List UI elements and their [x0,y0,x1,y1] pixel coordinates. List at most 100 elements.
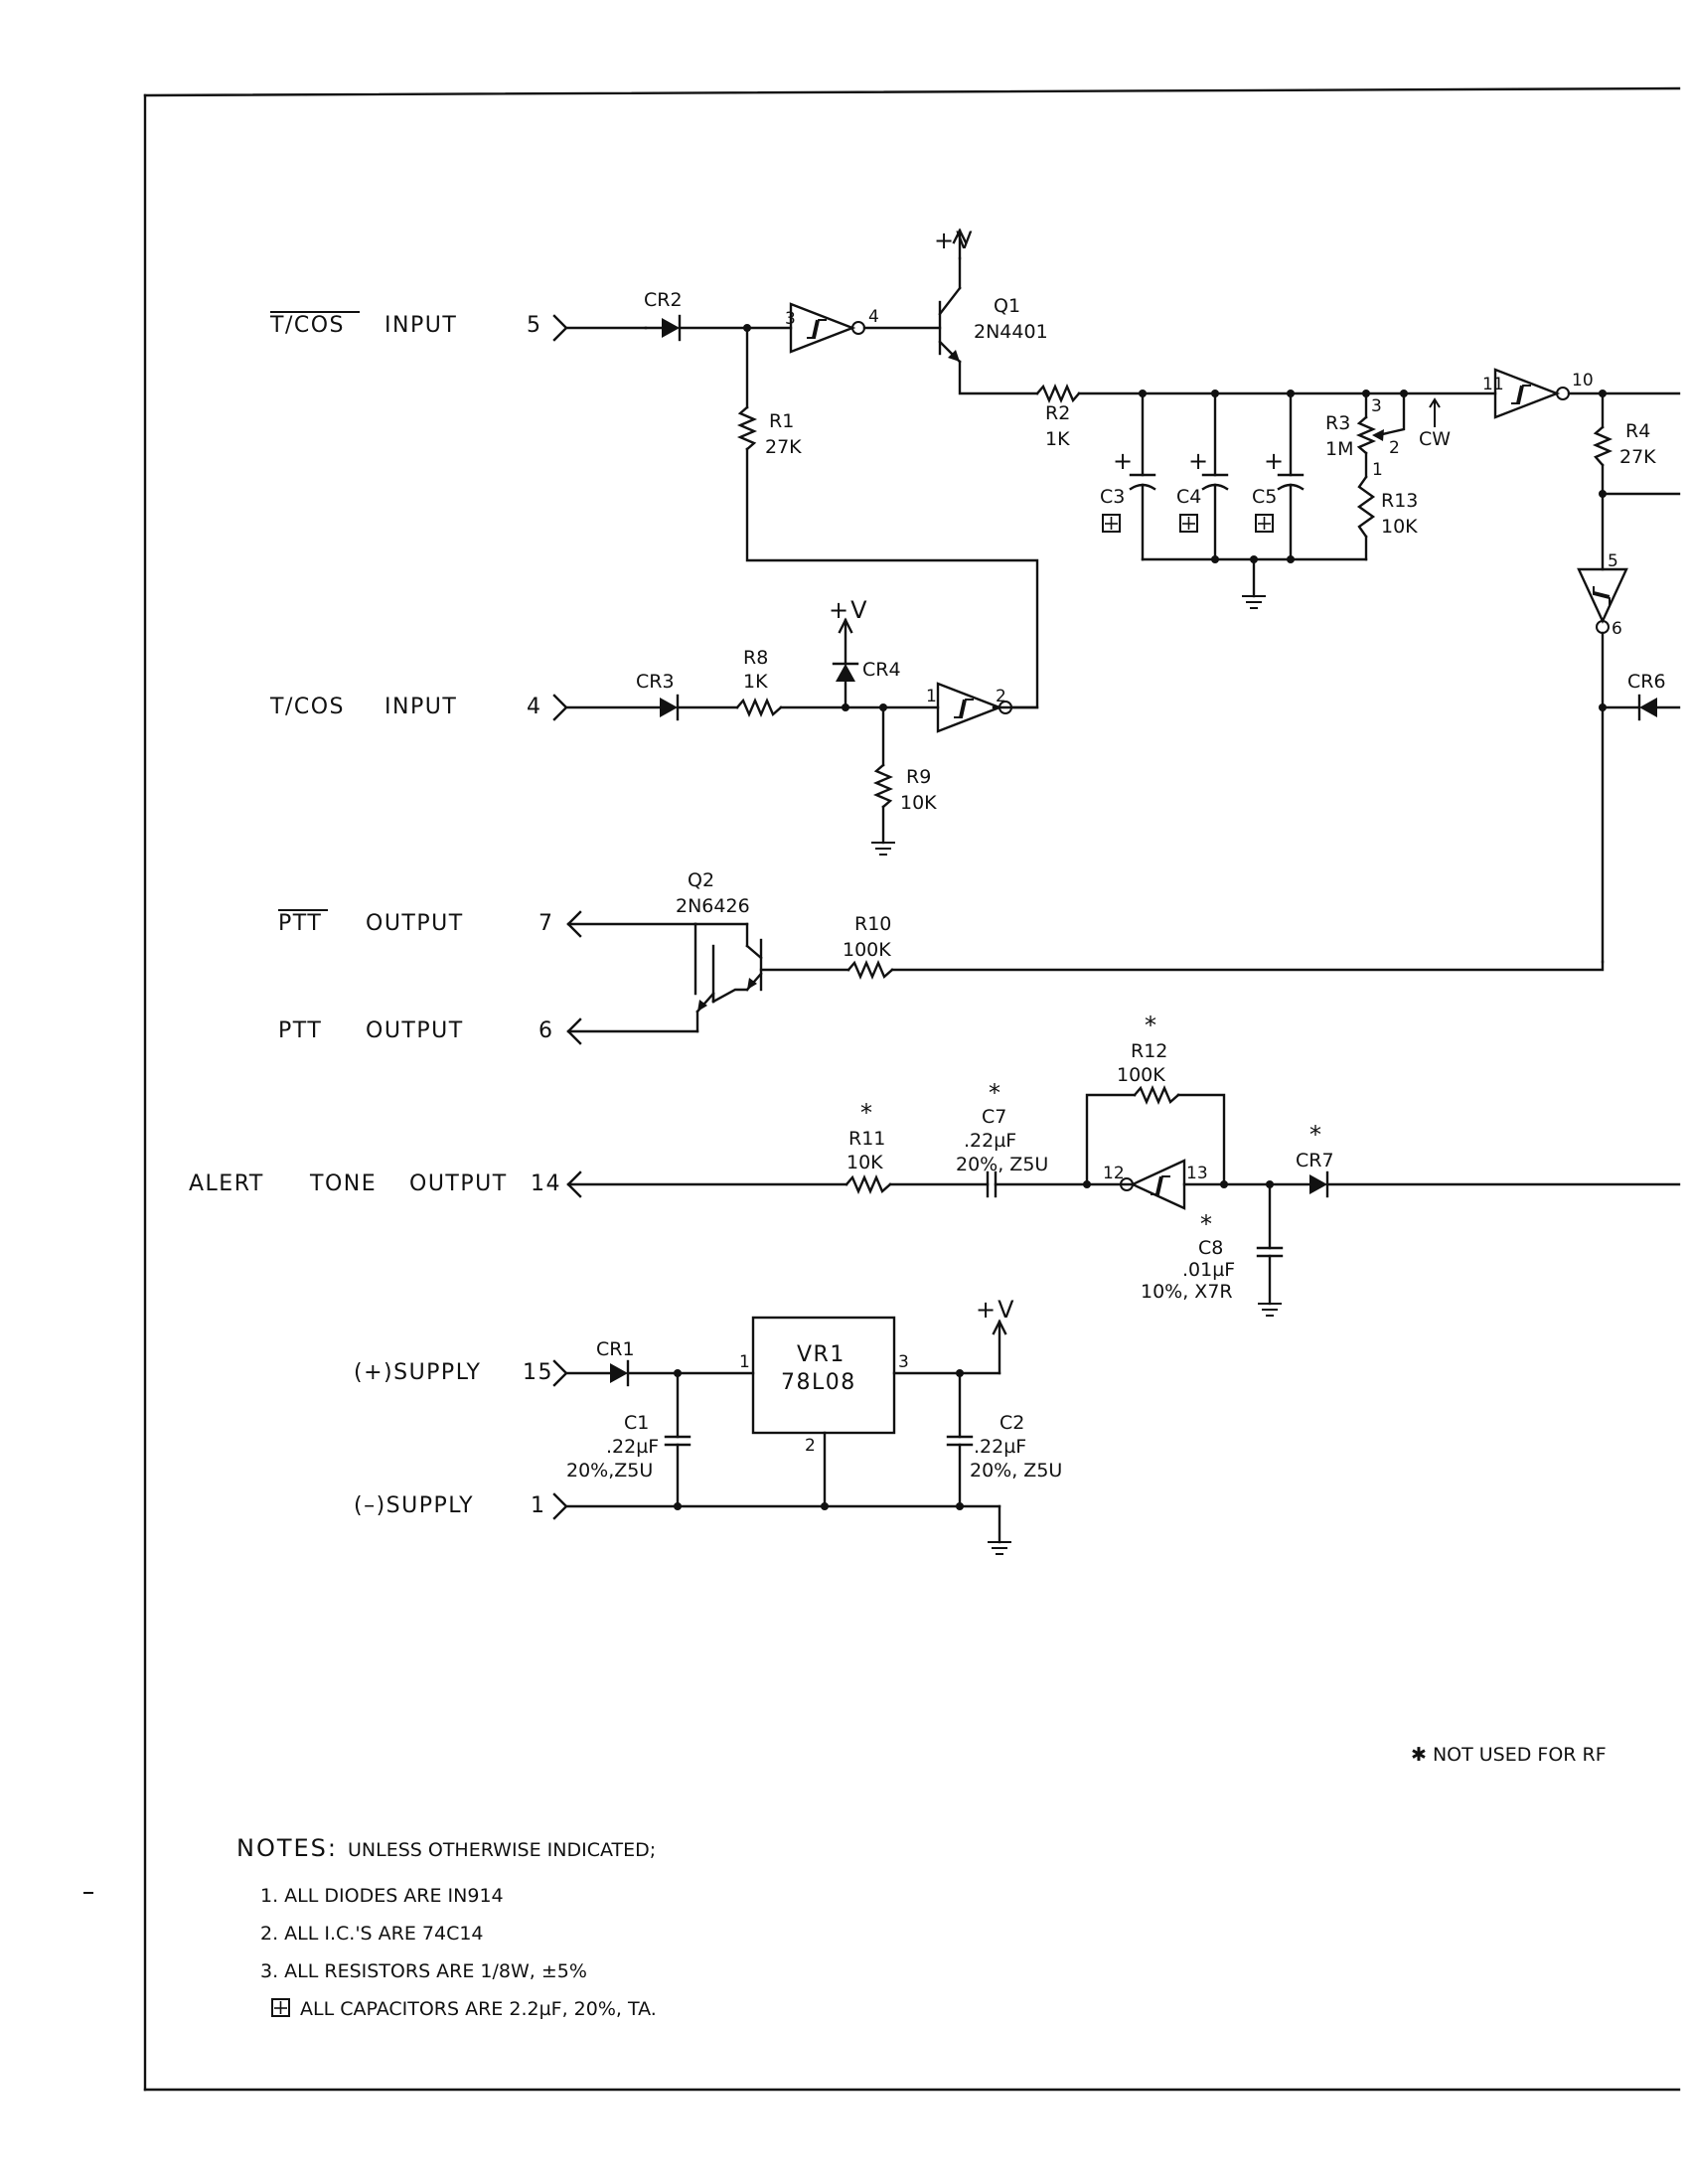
svg-text:13: 13 [1186,1164,1208,1183]
svg-text:100K: 100K [843,939,891,961]
svg-text:+: + [1264,447,1286,475]
svg-text:OUTPUT: OUTPUT [409,1171,508,1196]
capacitor-c7: * C7 .22µF 20%, Z5U [956,1079,1048,1198]
svg-text:*: * [1309,1121,1323,1149]
svg-text:1: 1 [1372,460,1383,480]
svg-text:2: 2 [1389,438,1400,458]
svg-text:PTT: PTT [278,1018,322,1043]
tcos-bar-pin: 5 [527,313,542,338]
svg-text:1K: 1K [743,671,768,693]
svg-text:Q2: Q2 [688,869,714,891]
note-4-symbol [271,1998,290,2017]
svg-text:R11: R11 [848,1128,885,1150]
svg-text:OUTPUT: OUTPUT [366,911,464,936]
svg-text:(+)SUPPLY: (+)SUPPLY [354,1360,481,1385]
drawing-frame [143,86,1681,2092]
transistor-q1: Q1 2N4401 [938,256,1048,364]
neg-supply-port: (–)SUPPLY 1 [354,1492,568,1520]
svg-text:2: 2 [805,1436,816,1456]
svg-text:R2: R2 [1045,402,1070,424]
ground-symbol [1241,595,1267,609]
svg-text:+: + [1113,447,1135,475]
ground-symbol [1257,1303,1283,1317]
svg-text:11: 11 [1482,375,1504,394]
svg-text:10K: 10K [1381,516,1418,538]
svg-text:VR1: VR1 [797,1342,845,1367]
svg-text:C4: C4 [1176,486,1201,508]
svg-text:2N4401: 2N4401 [974,321,1048,343]
diode-cr2: CR2 [644,289,683,342]
svg-text:TONE: TONE [309,1171,377,1196]
svg-text:10: 10 [1572,371,1594,390]
svg-text:10%, X7R: 10%, X7R [1141,1281,1233,1303]
svg-text:14: 14 [531,1171,561,1196]
resistor-r11: * R11 10K [845,1099,892,1195]
svg-text:(–)SUPPLY: (–)SUPPLY [354,1493,474,1518]
svg-text:.01µF: .01µF [1182,1259,1235,1281]
svg-text:2N6426: 2N6426 [676,895,750,917]
cw-label: CW [1419,428,1451,450]
capacitor-c4: + C4 [1176,391,1229,561]
resistor-r12: * R12 100K [1117,1012,1180,1106]
svg-text:5: 5 [1608,551,1618,571]
svg-text:CR4: CR4 [862,659,901,681]
svg-text:R3: R3 [1325,412,1350,434]
capacitor-c3: * + C3 [1100,391,1156,561]
svg-text:CR3: CR3 [636,671,675,693]
svg-text:4: 4 [527,695,542,719]
svg-text:3: 3 [898,1352,909,1372]
svg-text:100K: 100K [1117,1064,1165,1086]
svg-text:R1: R1 [769,410,794,432]
svg-text:20%, Z5U: 20%, Z5U [970,1460,1062,1482]
svg-text:1: 1 [926,687,937,706]
svg-text:*: * [1145,1012,1158,1039]
note-3: 3. ALL RESISTORS ARE 1/8W, ±5% [260,1960,587,1982]
diode-cr3: CR3 [636,671,680,721]
svg-text:OUTPUT: OUTPUT [366,1018,464,1043]
svg-text:R4: R4 [1625,420,1650,442]
svg-text:*: * [860,1099,874,1127]
diode-cr6: CR6 [1627,671,1666,721]
svg-text:4: 4 [868,307,879,327]
svg-text:R13: R13 [1381,490,1418,512]
capacitor-c1: C1 .22µF 20%,Z5U [566,1371,691,1508]
potentiometer-r3: 3 2 1 R3 1M CW [1325,391,1451,480]
ptt-bar-output-port: PTT OUTPUT 7 [278,909,582,938]
vplus-q1: +V [934,227,975,254]
resistor-r1: R1 27K [736,405,802,458]
svg-text:1: 1 [739,1352,750,1372]
svg-text:10K: 10K [900,792,937,814]
capacitor-c2: C2 .22µF 20%, Z5U [946,1371,1062,1508]
svg-text:+: + [1188,447,1210,475]
resistor-r10: R10 100K [843,913,894,981]
svg-text:3: 3 [1371,396,1382,416]
svg-text:C5: C5 [1252,486,1277,508]
svg-text:C2: C2 [999,1412,1024,1434]
svg-text:.22µF: .22µF [974,1436,1026,1458]
svg-text:*: * [1200,1210,1214,1238]
note-2: 2. ALL I.C.'S ARE 74C14 [260,1923,484,1945]
svg-text:1: 1 [531,1493,546,1518]
svg-text:20%, Z5U: 20%, Z5U [956,1154,1048,1175]
alert-tone-output-port: ALERT TONE OUTPUT 14 [189,1170,582,1198]
note-4: ALL CAPACITORS ARE 2.2µF, 20%, TA. [300,1998,657,2020]
svg-text:7: 7 [538,911,554,936]
svg-text:CR6: CR6 [1627,671,1666,693]
svg-text:27K: 27K [765,436,802,458]
vplus-vr1: +V [976,1296,1016,1324]
svg-text:INPUT: INPUT [384,695,457,719]
svg-text:.22µF: .22µF [964,1130,1016,1152]
svg-text:6: 6 [1612,619,1622,639]
svg-text:C3: C3 [1100,486,1125,508]
svg-text:CR1: CR1 [596,1338,635,1360]
tcos-bar-input-port: T/COS INPUT 5 [269,311,568,342]
ptt-output-port: PTT OUTPUT 6 [278,1017,582,1045]
svg-text:ALERT: ALERT [189,1171,264,1196]
svg-text:R12: R12 [1131,1040,1167,1062]
svg-text:27K: 27K [1619,446,1656,468]
ground-symbol [987,1541,1012,1555]
svg-text:PTT: PTT [278,911,322,936]
svg-text:*: * [989,1079,1002,1107]
svg-text:T/COS: T/COS [269,695,345,719]
